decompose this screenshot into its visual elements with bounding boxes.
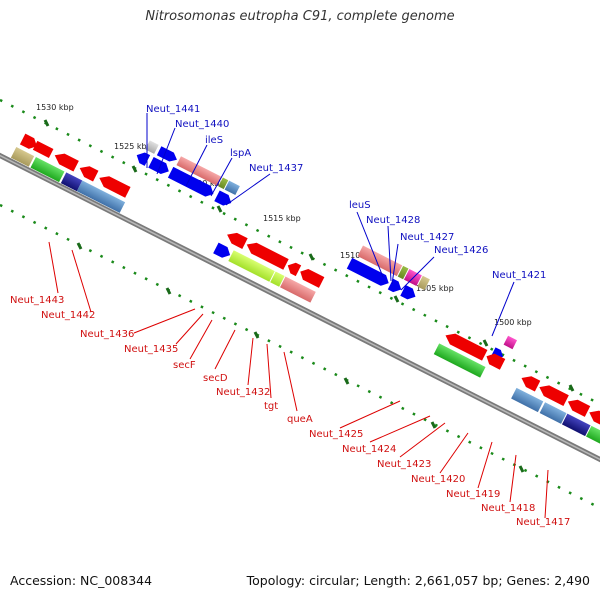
gene-arrow[interactable] — [213, 242, 233, 261]
gene-label-neut-1432[interactable]: Neut_1432 — [216, 387, 270, 398]
gene-block[interactable] — [228, 250, 275, 282]
gene-arrow[interactable] — [565, 396, 591, 417]
gene-block[interactable] — [539, 402, 567, 424]
gene-block[interactable] — [60, 172, 83, 192]
gene-cluster-f — [511, 373, 600, 448]
gene-box[interactable] — [32, 140, 54, 158]
gene-label-leus[interactable]: leuS — [349, 200, 371, 211]
gene-arrow[interactable] — [400, 285, 418, 302]
gene-arrow[interactable] — [19, 133, 40, 152]
gene-cluster-b — [134, 140, 240, 208]
gene-label-iles[interactable]: ileS — [205, 135, 223, 146]
gene-label-neut-1425[interactable]: Neut_1425 — [309, 429, 363, 440]
gene-label-neut-1443[interactable]: Neut_1443 — [10, 295, 64, 306]
gene-cluster-a — [10, 133, 131, 213]
gene-label-neut-1423[interactable]: Neut_1423 — [377, 459, 431, 470]
gene-arrow[interactable] — [519, 373, 541, 392]
gene-arrow[interactable] — [387, 278, 404, 295]
gene-arrow[interactable] — [134, 150, 151, 166]
gene-block[interactable] — [10, 147, 35, 167]
gene-label-secd[interactable]: secD — [203, 373, 228, 384]
leader-lines-blue — [146, 113, 515, 337]
gene-block[interactable] — [397, 265, 409, 280]
gene-label-neut-1421[interactable]: Neut_1421 — [492, 270, 546, 281]
gene-label-neut-1436[interactable]: Neut_1436 — [80, 329, 134, 340]
genome-summary-text: Topology: circular; Length: 2,661,057 bp… — [246, 573, 590, 588]
gene-label-neut-1424[interactable]: Neut_1424 — [342, 444, 396, 455]
gene-arrow[interactable] — [97, 173, 131, 198]
gene-block[interactable] — [145, 140, 159, 154]
gene-label-lspa[interactable]: lspA — [230, 148, 251, 159]
gene-block[interactable] — [417, 275, 430, 291]
gene-arrow[interactable] — [156, 146, 179, 164]
leader-lines-red — [48, 241, 549, 519]
gene-block[interactable] — [30, 156, 65, 183]
gene-block[interactable] — [561, 413, 591, 437]
gene-label-neut-1420[interactable]: Neut_1420 — [411, 474, 465, 485]
gene-arrow[interactable] — [537, 382, 569, 406]
scale-track-inner — [0, 203, 600, 510]
major-ticks — [43, 119, 575, 392]
gene-arrow[interactable] — [224, 229, 248, 249]
gene-block[interactable] — [224, 180, 240, 196]
gene-label-neut-1427[interactable]: Neut_1427 — [400, 232, 454, 243]
gene-block[interactable] — [280, 276, 316, 303]
tick-label: 1515 kbp — [263, 214, 301, 223]
gene-block[interactable] — [218, 177, 229, 190]
gene-block[interactable] — [76, 180, 126, 213]
gene-arrow[interactable] — [346, 257, 392, 289]
gene-label-neut-1441[interactable]: Neut_1441 — [146, 104, 200, 115]
gene-label-neut-1428[interactable]: Neut_1428 — [366, 215, 420, 226]
map-title: Nitrosomonas eutropha C91, complete geno… — [145, 9, 455, 24]
gene-arrow[interactable] — [298, 266, 325, 288]
gene-label-neut-1419[interactable]: Neut_1419 — [446, 489, 500, 500]
gene-arrow[interactable] — [587, 407, 600, 431]
tick-label: 1505 kbp — [416, 284, 454, 293]
gene-block[interactable] — [433, 343, 486, 378]
gene-arrow[interactable] — [167, 166, 216, 199]
gene-label-neut-1426[interactable]: Neut_1426 — [434, 245, 488, 256]
scale-track-outer — [0, 98, 600, 406]
gene-block[interactable] — [503, 335, 518, 350]
gene-block[interactable] — [511, 387, 544, 413]
gene-arrow[interactable] — [285, 260, 302, 277]
gene-arrow[interactable] — [484, 351, 506, 370]
gene-label-tgt[interactable]: tgt — [264, 401, 278, 412]
gene-cluster-e — [433, 330, 518, 378]
gene-label-neut-1442[interactable]: Neut_1442 — [41, 310, 95, 321]
major-ticks-inner — [76, 242, 525, 473]
gene-label-neut-1440[interactable]: Neut_1440 — [175, 119, 229, 130]
gene-label-secf[interactable]: secF — [173, 360, 196, 371]
gene-block[interactable] — [586, 425, 600, 448]
gene-block[interactable] — [357, 245, 403, 277]
gene-arrow[interactable] — [443, 330, 488, 361]
gene-label-neut-1417[interactable]: Neut_1417 — [516, 517, 570, 528]
gene-label-quea[interactable]: queA — [287, 414, 313, 425]
gene-label-neut-1435[interactable]: Neut_1435 — [124, 344, 178, 355]
tick-label: 1525 kbp — [114, 142, 152, 151]
gene-block[interactable] — [270, 271, 285, 287]
accession-text: Accession: NC_008344 — [10, 573, 153, 588]
gene-arrow[interactable] — [214, 190, 234, 208]
gene-cluster-c — [213, 229, 325, 303]
gene-label-neut-1437[interactable]: Neut_1437 — [249, 163, 303, 174]
gene-block[interactable] — [176, 156, 223, 186]
gene-arrow[interactable] — [244, 239, 289, 270]
gene-arrow[interactable] — [52, 150, 79, 172]
tick-label: 1500 kbp — [494, 318, 532, 327]
tick-label: 1530 kbp — [36, 103, 74, 112]
gene-arrow[interactable] — [148, 156, 171, 177]
gene-label-neut-1418[interactable]: Neut_1418 — [481, 503, 535, 514]
gene-arrow[interactable] — [77, 163, 99, 182]
